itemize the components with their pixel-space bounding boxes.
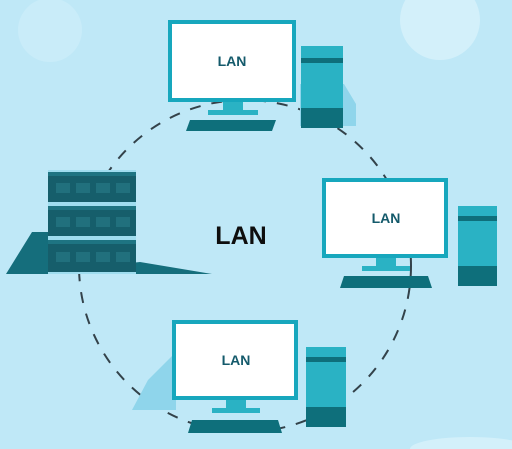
monitor-stand [226,400,246,410]
tower-base [306,407,346,427]
screen-label: LAN [372,210,401,226]
tower-stripe [306,357,346,362]
server-unit [48,172,136,202]
server-unit [48,240,136,272]
center-label: LAN [215,222,266,250]
server-unit [48,206,136,236]
background-bubble [410,437,512,449]
monitor-base [208,110,258,115]
monitor-base [362,266,410,271]
server-node [6,170,212,274]
screen-label: LAN [222,352,251,368]
tower-stripe [301,58,343,63]
computer-bottom: LAN [132,320,346,433]
network-ring [78,99,412,433]
monitor-screen [176,324,294,396]
background-bubble [18,0,82,62]
monitor-screen [172,24,292,98]
monitor-screen [326,182,444,254]
computer-right: LAN [322,178,497,288]
computer-top: LAN [168,20,356,131]
tower-base [301,108,343,128]
keyboard [188,420,282,433]
screen-label: LAN [218,53,247,69]
keyboard [340,276,432,288]
monitor-base [212,408,260,413]
background-bubble [400,0,480,60]
keyboard [186,120,276,131]
computer-shadow [132,352,176,410]
tower-stripe [458,216,497,221]
tower-base [458,266,497,286]
